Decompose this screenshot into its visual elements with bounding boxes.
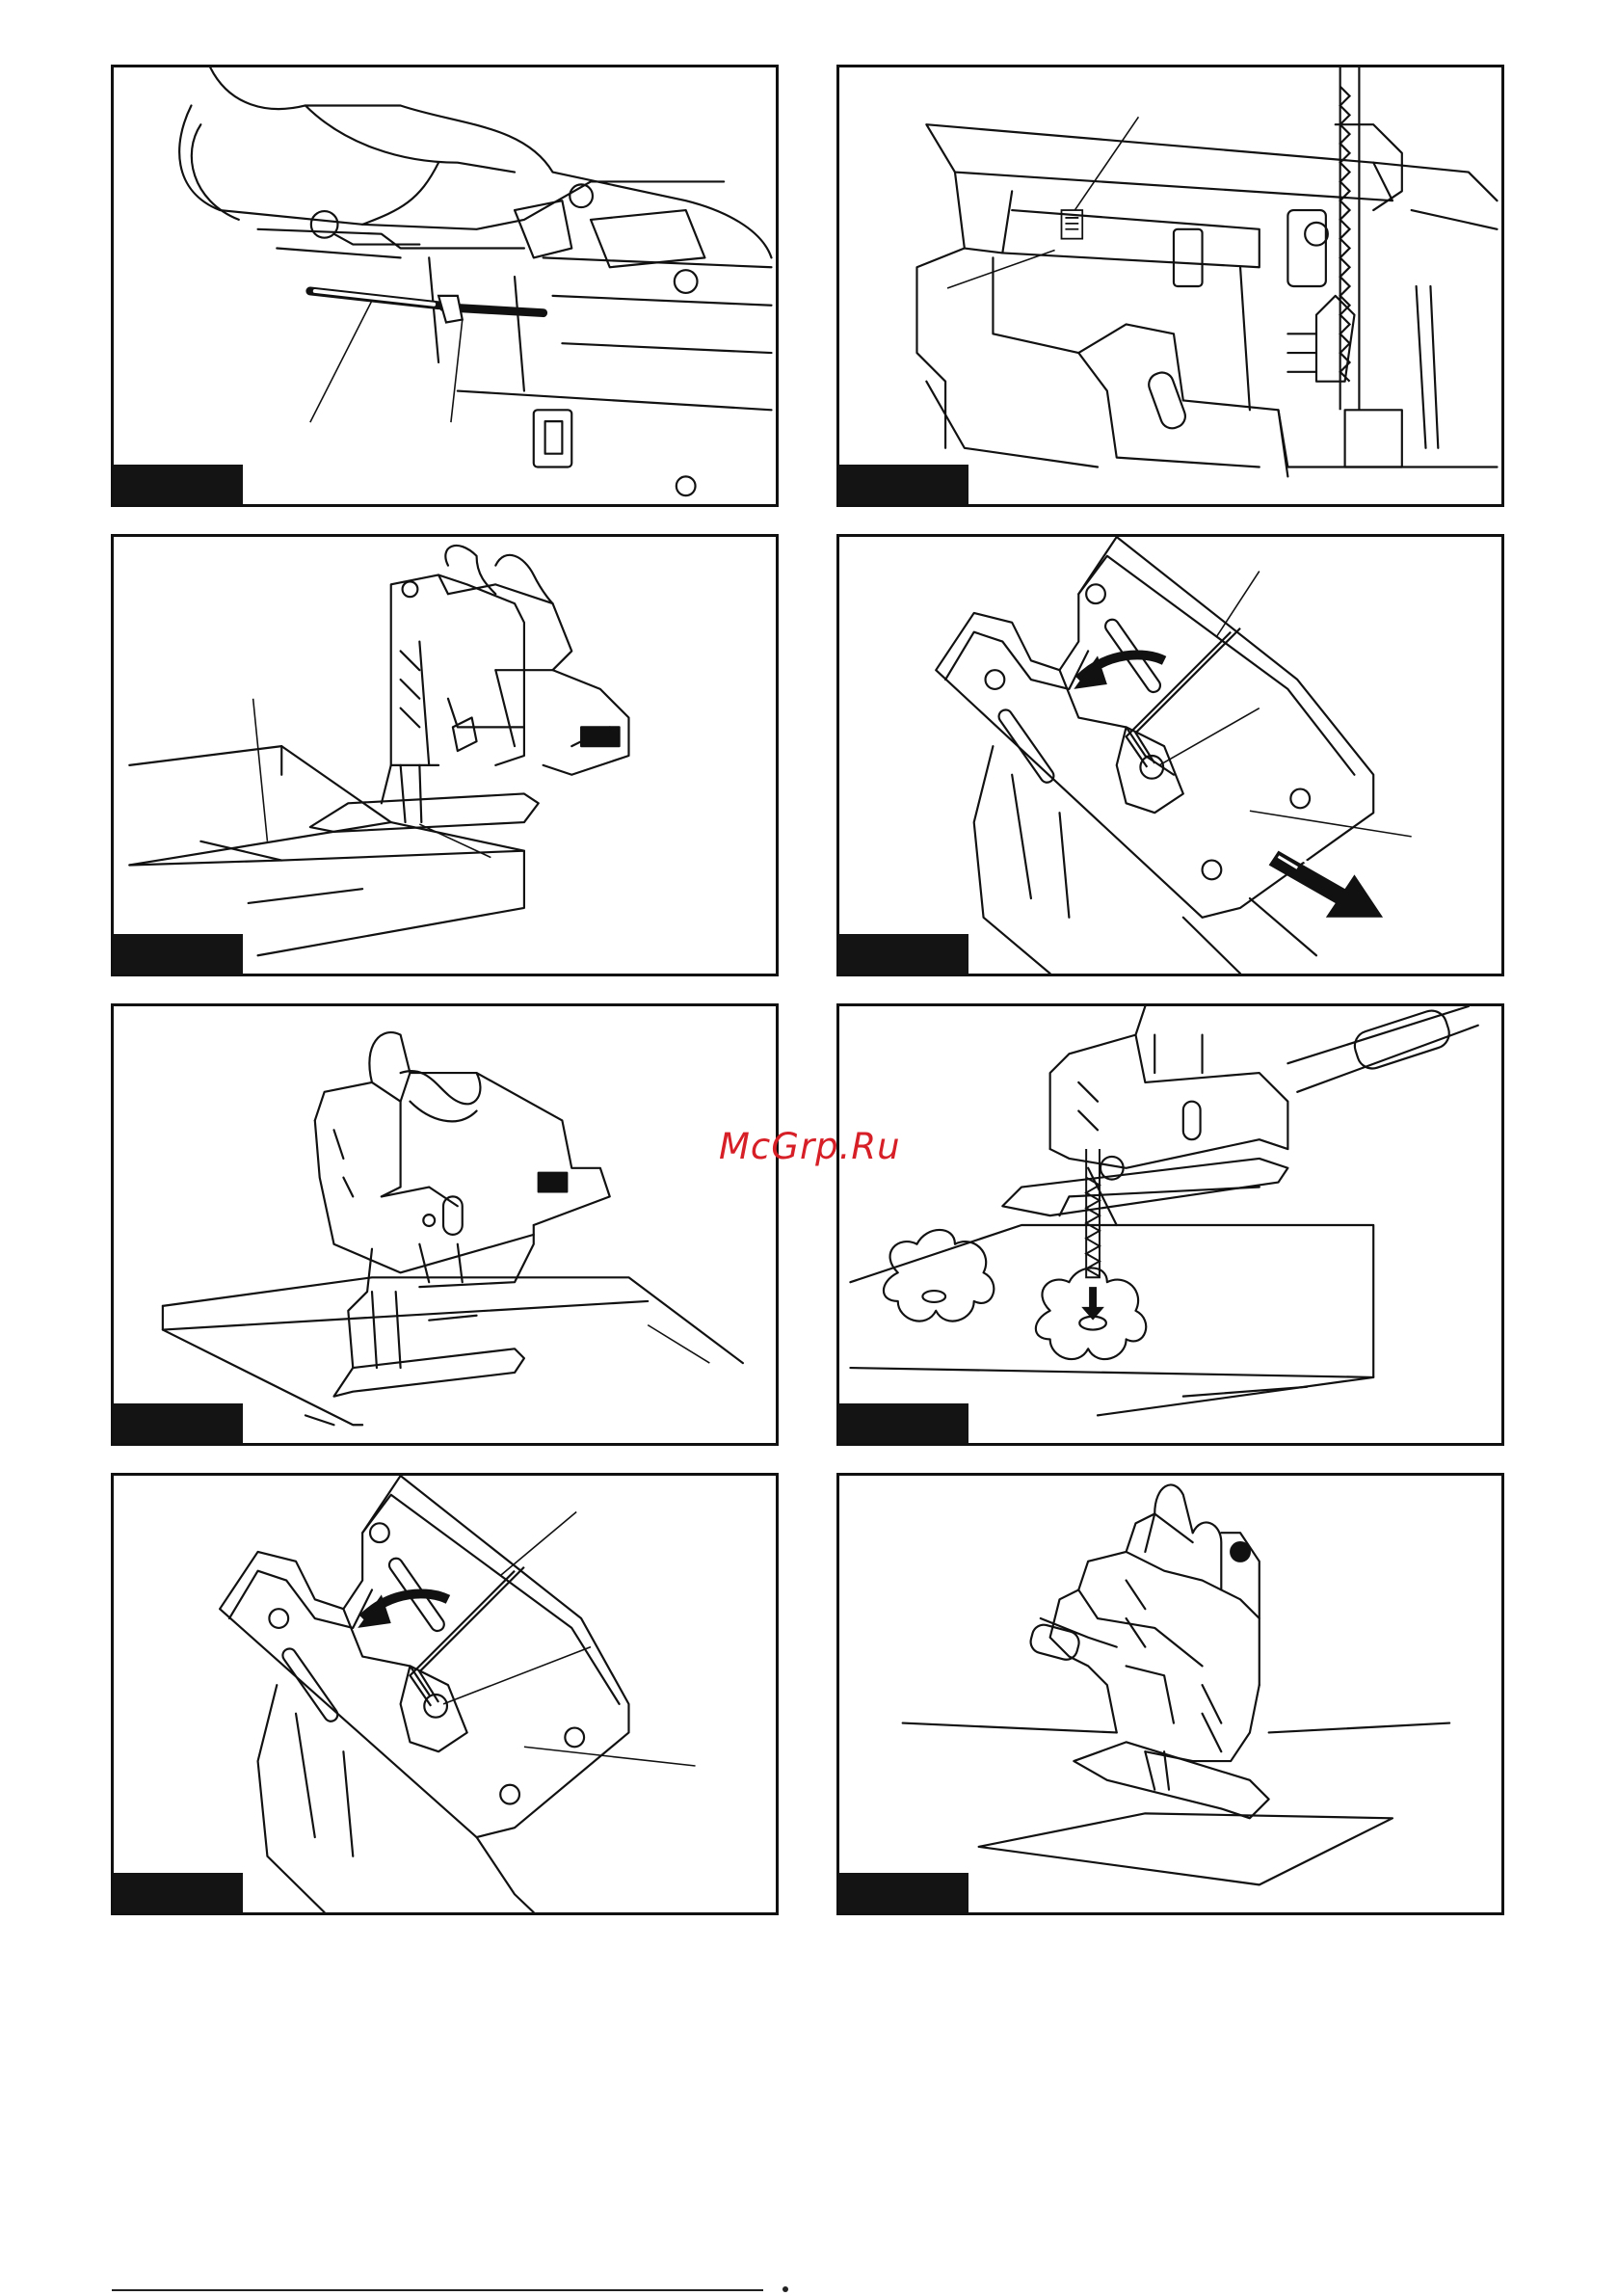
watermark-text: McGrp.Ru <box>719 1126 901 1167</box>
figure-tag-3 <box>114 934 243 974</box>
figure-panel-5 <box>111 1003 779 1446</box>
figure-8-drawing <box>839 1476 1501 1912</box>
figure-tag-1 <box>114 465 243 504</box>
figure-7-drawing <box>114 1476 776 1912</box>
figure-4-drawing <box>839 537 1501 974</box>
figure-tag-6 <box>839 1403 968 1443</box>
figure-panel-2 <box>836 65 1504 507</box>
page-mark <box>782 2286 788 2292</box>
figure-panel-4 <box>836 534 1504 976</box>
figure-3-drawing <box>114 537 776 974</box>
figure-6-drawing <box>839 1006 1501 1443</box>
figure-tag-4 <box>839 934 968 974</box>
figure-5-drawing <box>114 1006 776 1443</box>
figure-tag-2 <box>839 465 968 504</box>
figure-panel-8 <box>836 1473 1504 1915</box>
figure-panel-6 <box>836 1003 1504 1446</box>
figure-tag-8 <box>839 1873 968 1912</box>
figure-panel-1 <box>111 65 779 507</box>
figure-tag-5 <box>114 1403 243 1443</box>
figure-tag-7 <box>114 1873 243 1912</box>
figure-panel-7 <box>111 1473 779 1915</box>
figure-2-drawing <box>839 67 1501 504</box>
bottom-rule <box>112 2289 763 2291</box>
figure-1-drawing <box>114 67 776 504</box>
figure-panel-3 <box>111 534 779 976</box>
